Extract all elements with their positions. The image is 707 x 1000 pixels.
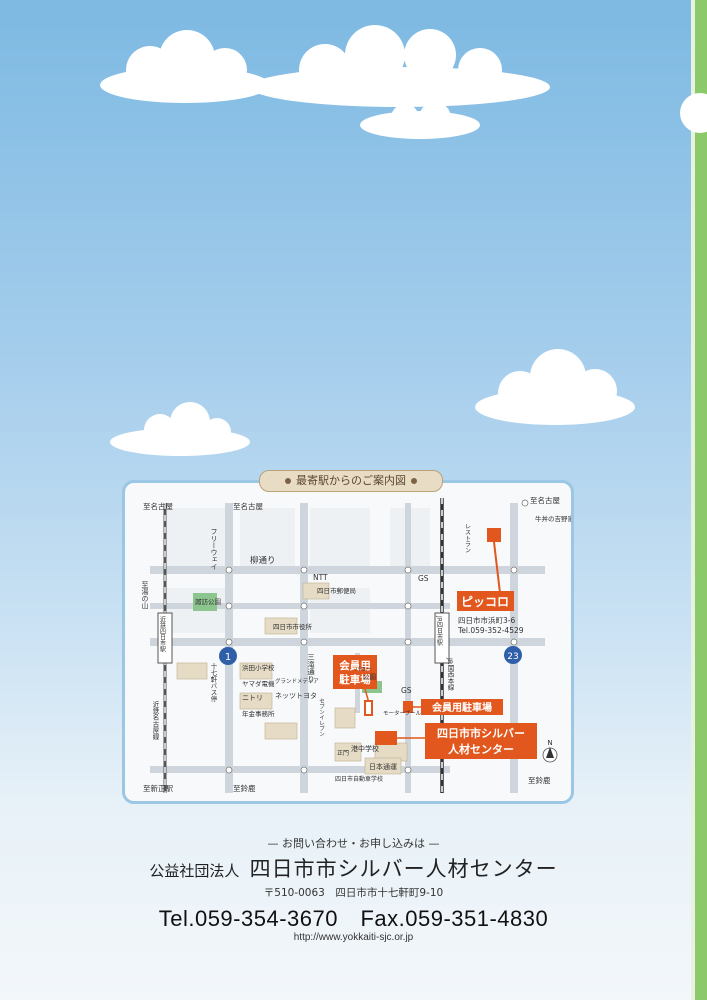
cloud-lower-left [110,402,250,456]
label-yoshinoya: 牛丼の吉野家 [535,514,571,523]
suwa-park-block [193,593,217,611]
svg-text:23: 23 [507,652,518,662]
parking-label-2: 会員用駐車場 [432,701,492,714]
map-title: 最寄駅からのご案内図 [296,474,406,487]
label-nittsu: 日本通運 [369,762,397,771]
label-yunoyama: 至湯の山 [141,581,149,610]
cloud-right-edge [680,93,707,133]
label-nagoya-right: 至名古屋 [530,495,560,505]
label-grand-media: グランドメディア [275,677,319,685]
piccolo-label: ピッコロ [461,595,509,609]
parking-lot-marker-2 [403,701,413,713]
cloud-left [100,30,270,103]
label-city-hall: 四日市市役所 [273,622,313,631]
label-suzuka-bottom: 至鈴鹿 [233,783,256,793]
center-label-line1: 四日市市シルバー [437,726,525,740]
svg-text:1: 1 [225,652,231,663]
label-ntt: NTT [313,573,328,582]
label-gs-mid: GS [401,686,412,695]
map-title-badge: 最寄駅からのご案内図 [259,470,443,492]
website-url[interactable]: http://www.yokkaiti-sjc.or.jp [293,932,414,943]
parking-lot-marker-1 [364,700,373,716]
org-line: 公益社団法人 四日市市シルバー人材センター [0,853,707,883]
parking-label-box [333,655,377,689]
piccolo-building [487,528,501,542]
buildings [176,582,408,775]
label-seven: セブンイレブン [318,698,325,737]
label-jushichiken-bus: 十七軒バス停 [209,662,217,704]
label-nitori: ニトリ [242,694,263,702]
label-kintetsu-station: 近鉄四日市駅 [159,615,166,653]
label-shinsei: 至新正駅 [143,783,173,793]
label-nagoya-left: 至名古屋 [143,501,173,511]
label-post: 四日市郵便局 [317,586,356,595]
label-nagoya-mid: 至名古屋 [233,501,263,511]
label-suwa-park: 諏訪公園 [195,597,221,606]
label-hamada-school: 浜田小学校 [242,663,275,672]
label-netz: ネッツトヨタ [275,691,317,700]
label-suzuka-right: 至鈴鹿 [528,775,551,785]
side-border-highlight [691,0,695,1000]
piccolo-label-box [457,591,514,611]
jr-station-box [434,612,450,664]
cloud-mid [250,25,550,139]
parking-label-line1: 会員用 [339,659,371,672]
label-kintetsu-line: 近鉄名古屋線 [151,700,159,741]
route-23-shield: 23 [504,646,522,664]
contact-heading: — お問い合わせ・お申し込みは — [267,837,440,850]
piccolo-pointer [493,541,501,594]
piccolo-tel: Tel.059-352-4529 [457,626,524,635]
label-motor-pool: モータープール [383,709,422,717]
address: 〒510-0063 四日市市十七軒町9-10 [263,887,444,899]
label-freeway: フリーウェイ [210,528,218,570]
green-side-border [695,0,707,1000]
piccolo-address: 四日市市浜町3-6 [458,615,515,625]
center-label-line2: 人材センター [448,742,514,756]
parking-label-line2: 駐車場 [339,673,371,686]
label-park: 公園 [363,673,376,681]
map-canvas: 1 23 ピッコロ 四日市市浜町3-6 Tel.059-352-4529 会員用… [141,495,571,793]
parking-label-box-2 [421,699,503,715]
center-building [375,731,397,745]
cloud-lower-right [475,349,635,425]
label-valor: バロー [355,666,372,673]
org-prefix: 公益社団法人 [149,862,240,880]
tel-fax: Tel.059-354-3670 Fax.059-351-4830 [158,906,549,931]
traffic-signals [225,499,529,774]
label-school-port: 港中学校 [351,744,379,753]
map-text-labels: 至名古屋 至名古屋 至名古屋 至湯の山 至新正駅 至鈴鹿 至鈴鹿 柳通り フリー… [141,495,571,793]
label-seimon: 正門 [337,750,349,757]
label-jr-station: JR四日市駅 [436,615,443,647]
label-gs-top: GS [418,574,429,583]
label-driving-school: 四日市自動車学校 [335,775,383,783]
label-yanagi: 柳通り [250,555,276,566]
org-name: 四日市市シルバー人材センター [249,857,558,881]
kintetsu-station-box [157,612,173,664]
label-restaurant: レストラン [464,523,471,553]
center-label-box [425,723,537,759]
svg-text:N: N [547,739,552,747]
route-1-shield: 1 [219,647,237,665]
access-map: 1 23 ピッコロ 四日市市浜町3-6 Tel.059-352-4529 会員用… [122,480,574,804]
label-jr-line: JR関西本線 [446,657,454,691]
label-pension: 年金事務所 [242,709,275,718]
north-arrow-icon: N [542,739,558,763]
label-yamada: ヤマダ電機 [242,679,275,688]
label-mitaki: 三滝通り [306,653,315,683]
